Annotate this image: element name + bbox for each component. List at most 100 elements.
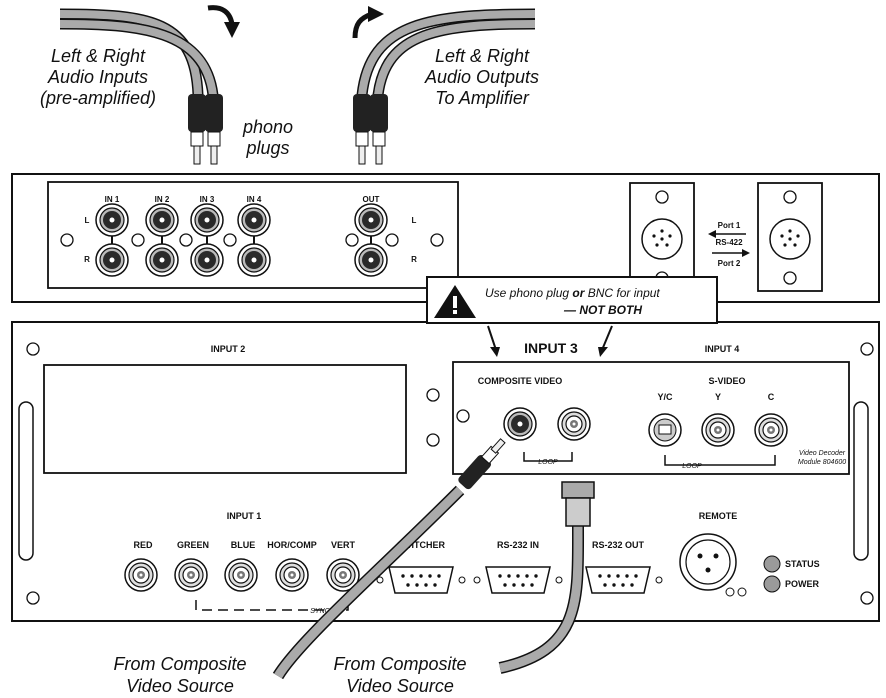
horcomp-label: HOR/COMP [267,540,317,550]
out-right-jack[interactable] [354,243,388,277]
in1-right-jack[interactable] [95,243,129,277]
composite-phono-jack[interactable] [503,407,537,441]
warning-emphasis: or [572,286,585,300]
remote-xlr-connector[interactable] [679,533,737,591]
green-bnc[interactable] [174,558,208,592]
remote-label: REMOTE [699,511,738,521]
caption-line: Left & Right [51,46,146,66]
caption-line: Audio Outputs [424,67,539,87]
svideo-yc-connector[interactable] [648,413,682,447]
sync-label: SYNC [310,608,330,615]
composite-source-caption-1: From Composite Video Source [113,654,246,696]
caption-line: phono [242,117,293,137]
caption-line: To Amplifier [435,88,530,108]
left-label: L [85,216,90,225]
mount-hole [426,388,440,402]
left-out-label: L [412,216,417,225]
audio-input-cables [59,8,223,165]
status-label: STATUS [785,559,820,569]
caption-line: Left & Right [435,46,530,66]
in4-left-jack[interactable] [237,203,271,237]
in4-label: IN 4 [247,195,262,204]
in2-label: IN 2 [155,195,170,204]
switcher-port[interactable] [388,566,454,594]
mount-hole [60,233,74,247]
power-label: POWER [785,579,820,589]
in1-label: IN 1 [105,195,120,204]
y-label: Y [715,392,721,402]
mount-hole [456,409,470,423]
warning-callout [426,276,718,324]
curved-arrow-down-icon [207,5,235,25]
out-left-jack[interactable] [354,203,388,237]
rs232-out-port[interactable] [585,566,651,594]
module-name: Video Decoder [799,450,846,457]
mount-hole [860,591,874,605]
input4-label: INPUT 4 [705,344,740,354]
caption-line: From Composite [113,654,246,674]
switcher-label: SWITCHER [397,540,445,550]
status-led [763,555,781,573]
caption-line: Video Source [126,676,234,696]
svideo-label: S-VIDEO [708,376,745,386]
rs422-port2-connector[interactable] [769,218,811,260]
mount-hole [783,190,797,204]
loop-label: LOOP [538,459,558,466]
input2-blank-slot [43,364,407,474]
composite-phono-cable [272,438,506,680]
rs422-port1-connector[interactable] [641,218,683,260]
warning-text: Use phono plug [485,286,572,300]
audio-output-cables [353,8,536,165]
right-label: R [84,255,90,264]
warning-line2: — NOT BOTH [563,303,642,317]
mount-hole [26,342,40,356]
blue-label: BLUE [231,540,256,550]
audio-jacks [95,203,399,277]
right-out-label: R [411,255,417,264]
right-handle-slot [853,401,869,561]
caption-line: plugs [245,138,289,158]
loop-bracket [523,452,573,462]
rs232-out-label: RS-232 OUT [592,540,645,550]
in4-right-jack[interactable] [237,243,271,277]
phono-plugs-caption: phono plugs [242,117,293,158]
rs232-in-port[interactable] [485,566,551,594]
in2-right-jack[interactable] [145,243,179,277]
composite-bnc-cable [498,481,595,674]
curved-arrow-down-icon-head [224,22,240,38]
port1-label: Port 1 [718,221,741,230]
yc-label: Y/C [657,392,673,402]
caption-line: From Composite [333,654,466,674]
svideo-c-bnc[interactable] [754,413,788,447]
arrow-down-icon [487,325,497,351]
out-label: OUT [363,195,380,204]
input2-label: INPUT 2 [211,344,246,354]
in3-left-jack[interactable] [190,203,224,237]
input1-label: INPUT 1 [227,511,262,521]
mount-hole [430,233,444,247]
rs232-in-label: RS-232 IN [497,540,539,550]
in3-right-jack[interactable] [190,243,224,277]
arrow-down-icon [601,325,613,351]
caption-line: Audio Inputs [47,67,148,87]
horcomp-bnc[interactable] [275,558,309,592]
in2-left-jack[interactable] [145,203,179,237]
audio-outputs-caption: Left & Right Audio Outputs To Amplifier [424,46,539,108]
audio-inputs-caption: Left & Right Audio Inputs (pre-amplified… [40,46,156,108]
composite-bnc-jack[interactable] [557,407,591,441]
caption-line: Video Source [346,676,454,696]
composite-video-label: COMPOSITE VIDEO [478,376,563,386]
in3-label: IN 3 [200,195,215,204]
red-bnc[interactable] [124,558,158,592]
module-number: Module 804600 [798,459,846,466]
red-label: RED [133,540,153,550]
vert-label: VERT [331,540,356,550]
svideo-y-bnc[interactable] [701,413,735,447]
blue-bnc[interactable] [224,558,258,592]
caption-line: (pre-amplified) [40,88,156,108]
in1-left-jack[interactable] [95,203,129,237]
rs422-label: RS-422 [715,238,743,247]
power-led [763,575,781,593]
warning-line1: Use phono plug or BNC for input [485,286,660,300]
